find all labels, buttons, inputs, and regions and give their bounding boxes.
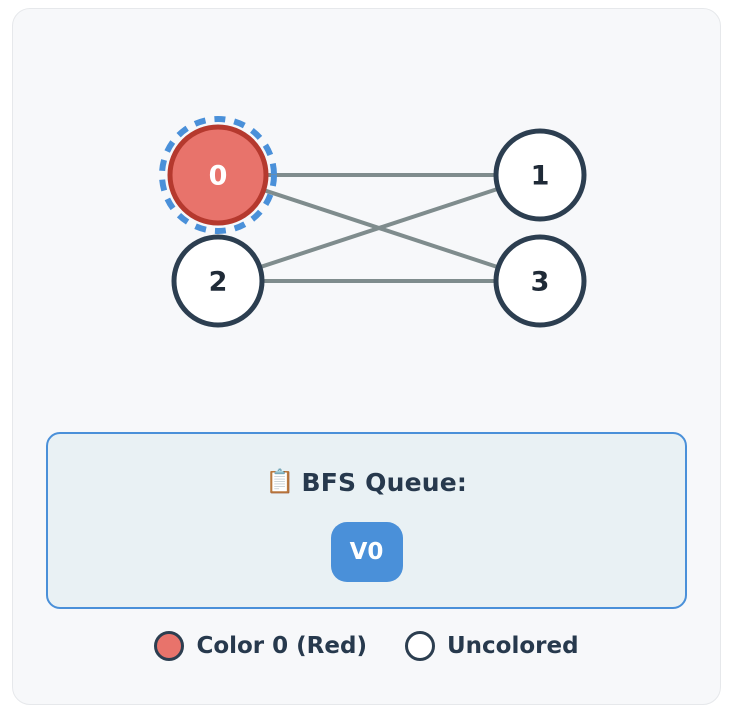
legend-label: Uncolored bbox=[446, 633, 579, 659]
legend-swatch-icon bbox=[154, 631, 185, 661]
legend-label: Color 0 (Red) bbox=[196, 633, 367, 659]
graph-node-3[interactable]: 3 bbox=[493, 234, 587, 328]
node-circle[interactable] bbox=[493, 128, 587, 222]
graph-panel: 0 1 2 3 bbox=[13, 9, 720, 419]
node-circle[interactable] bbox=[171, 234, 265, 328]
graph-node-2[interactable]: 2 bbox=[171, 234, 265, 328]
bfs-queue-panel: 📋BFS Queue: V0 bbox=[46, 432, 687, 609]
legend-entry-1: Uncolored bbox=[404, 631, 579, 661]
legend: Color 0 (Red) Uncolored bbox=[13, 631, 720, 661]
node-label: 2 bbox=[209, 267, 228, 298]
graph-nodes: 0 1 2 3 bbox=[159, 116, 587, 328]
clipboard-icon: 📋 bbox=[265, 469, 295, 495]
queue-item: V0 bbox=[330, 522, 403, 582]
node-label: 1 bbox=[531, 161, 550, 192]
node-circle[interactable] bbox=[167, 124, 269, 226]
legend-swatch-icon bbox=[404, 631, 435, 661]
current-node-highlight-ring bbox=[159, 116, 277, 234]
graph-edges bbox=[216, 173, 542, 283]
graph-canvas: 0 1 2 3 bbox=[159, 116, 587, 328]
node-label: 0 bbox=[209, 161, 228, 192]
bfs-queue-items: V0 bbox=[48, 522, 685, 582]
visualization-container: 0 1 2 3 📋BFS Queue: V0 Color 0 (Red) Uncolor… bbox=[12, 8, 721, 705]
bfs-queue-header: 📋BFS Queue: bbox=[48, 468, 685, 497]
node-circle[interactable] bbox=[493, 234, 587, 328]
graph-edge bbox=[216, 173, 542, 283]
graph-node-1[interactable]: 1 bbox=[493, 128, 587, 222]
graph-node-0[interactable]: 0 bbox=[159, 116, 277, 234]
bfs-queue-title: BFS Queue: bbox=[301, 468, 468, 497]
node-label: 3 bbox=[531, 267, 550, 298]
legend-entry-0: Color 0 (Red) bbox=[154, 631, 367, 661]
